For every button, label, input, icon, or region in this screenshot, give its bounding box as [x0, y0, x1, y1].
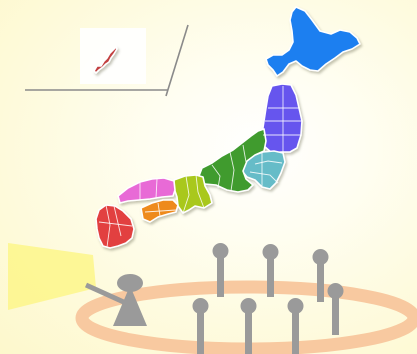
post-head	[312, 249, 329, 265]
post	[245, 306, 252, 354]
spotlight-scene	[8, 243, 417, 354]
post	[267, 252, 274, 297]
region-chubu	[198, 128, 267, 193]
lamp-stand	[113, 288, 147, 326]
region-kyushu	[95, 204, 135, 249]
post	[197, 306, 204, 354]
lamp-head	[117, 274, 143, 292]
region-tohoku	[261, 83, 303, 154]
region-okinawa	[93, 46, 118, 74]
japan-map	[95, 6, 361, 249]
prefecture-borders	[98, 86, 302, 248]
lamp-arm	[84, 282, 130, 307]
post	[332, 291, 339, 335]
region-hokkaido	[265, 6, 361, 77]
post-head	[192, 298, 209, 314]
posts-front	[192, 283, 344, 354]
post-head	[287, 298, 304, 314]
spotlight-lamp	[84, 274, 147, 326]
post	[292, 306, 299, 354]
inset-divider-diagonal	[165, 24, 189, 97]
okinawa-inset	[25, 24, 189, 97]
post-head	[327, 283, 344, 299]
post	[317, 257, 324, 302]
spotlight-beam	[8, 243, 96, 310]
posts-back	[212, 243, 329, 302]
region-chugoku	[117, 177, 176, 204]
post	[217, 251, 224, 297]
post-head	[240, 298, 257, 314]
post-head	[262, 244, 279, 260]
post-head	[212, 243, 229, 259]
